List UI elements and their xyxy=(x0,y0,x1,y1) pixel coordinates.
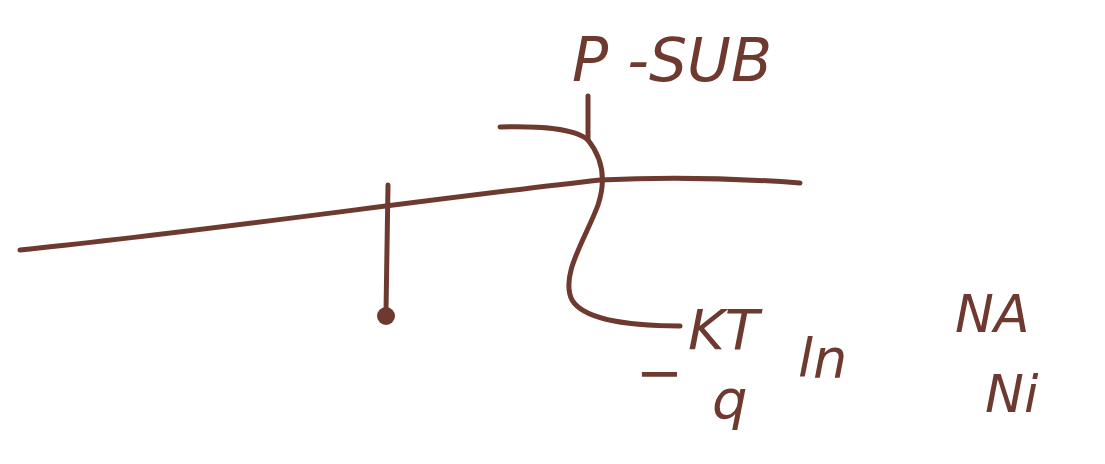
denominator-ni: Ni xyxy=(985,368,1038,420)
energy-level-line xyxy=(20,178,800,250)
band-bend-curve xyxy=(500,127,680,326)
label-stem xyxy=(586,96,591,140)
numerator-na: NA xyxy=(955,288,1029,340)
minus-sign: − xyxy=(636,345,683,401)
end-dot xyxy=(377,307,395,325)
drop-line xyxy=(386,185,388,312)
substrate-label: P -SUB xyxy=(572,30,772,90)
denominator-q: q xyxy=(712,372,748,428)
log-function: ln xyxy=(798,332,847,386)
numerator-kt: KT xyxy=(688,302,759,358)
